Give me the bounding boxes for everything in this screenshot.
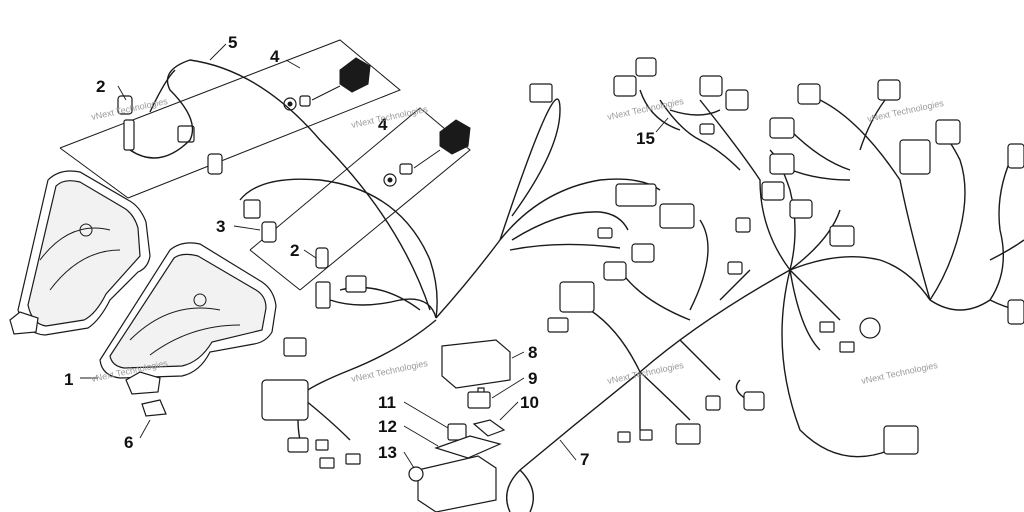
callout-11: 11 xyxy=(378,393,396,412)
callout-3: 3 xyxy=(216,217,225,236)
exploded-box-upper xyxy=(59,39,401,199)
exploded-box-lower xyxy=(249,107,471,291)
bulb-socket-lower xyxy=(243,199,331,309)
callout-2-upper: 2 xyxy=(96,77,105,96)
callout-1: 1 xyxy=(64,370,73,389)
connectors xyxy=(261,57,1024,469)
watermark-text: vNext Technologies xyxy=(860,360,939,386)
callout-13: 13 xyxy=(378,443,397,462)
callout-7: 7 xyxy=(580,450,589,469)
bulb-socket-upper xyxy=(117,95,223,175)
relay-and-fuse-parts xyxy=(408,339,511,512)
callout-15: 15 xyxy=(636,129,655,148)
adjuster-knob-lower xyxy=(383,119,471,187)
watermark-text: vNext Technologies xyxy=(350,358,429,384)
watermark-text: vNext Technologies xyxy=(866,98,945,124)
callout-10: 10 xyxy=(520,393,539,412)
watermark-text: vNext Technologies xyxy=(350,104,429,130)
callout-leaders xyxy=(80,43,669,469)
callout-5: 5 xyxy=(228,33,237,52)
callout-2-lower: 2 xyxy=(290,241,299,260)
callout-12: 12 xyxy=(378,417,397,436)
headlight-left xyxy=(9,170,151,336)
watermark-text: vNext Technologies xyxy=(606,360,685,386)
callout-4-upper: 4 xyxy=(270,47,280,66)
callout-8: 8 xyxy=(528,343,537,362)
callout-4-lower: 4 xyxy=(378,115,388,134)
headlight-right xyxy=(99,242,277,395)
adjuster-knob-upper xyxy=(283,57,371,111)
callout-6: 6 xyxy=(124,433,133,452)
pad-part-6 xyxy=(141,399,167,417)
callout-9: 9 xyxy=(528,369,537,388)
